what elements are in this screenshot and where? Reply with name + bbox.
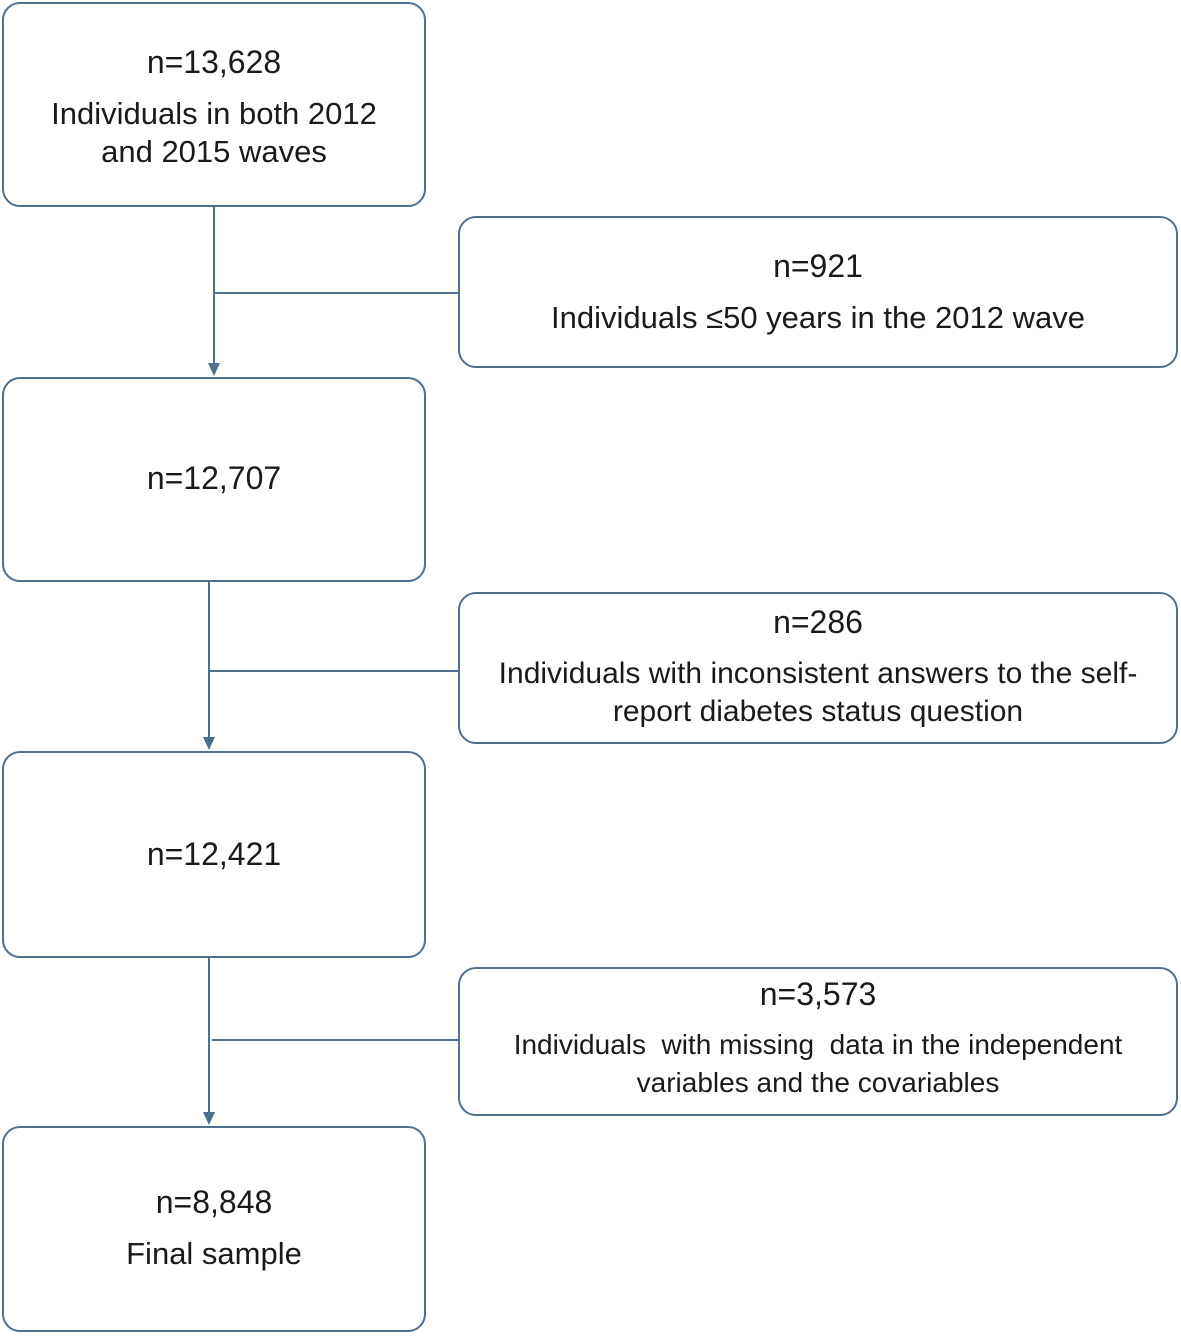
main-box-1-description: Individuals in both 2012 and 2015 waves: [51, 96, 377, 169]
exclusion-box-1-description: Individuals ≤50 years in the 2012 wave: [550, 300, 1085, 335]
arrowhead-3: [203, 1112, 215, 1125]
exclusion-box-3: n=3,573 Individuals with missing data in…: [458, 967, 1178, 1116]
main-box-4-description: Final sample: [126, 1236, 302, 1271]
main-box-4-count: n=8,848: [155, 1184, 273, 1220]
arrowhead-1: [208, 363, 220, 376]
exclusion-box-1: n=921 Individuals ≤50 years in the 2012 …: [458, 216, 1178, 368]
arrowhead-2: [203, 737, 215, 750]
exclusion-box-2-description: Individuals with inconsistent answers to…: [498, 657, 1138, 728]
exclusion-box-3-description: Individuals with missing data in the ind…: [513, 1029, 1131, 1098]
exclusion-box-1-count: n=921: [773, 248, 863, 284]
exclusion-box-2-count: n=286: [773, 604, 863, 640]
main-box-2-count: n=12,707: [146, 460, 282, 496]
main-box-1-count: n=13,628: [146, 44, 282, 80]
main-box-1: n=13,628 Individuals in both 2012 and 20…: [2, 2, 426, 207]
exclusion-box-3-count: n=3,573: [759, 976, 877, 1012]
main-box-3: n=12,421: [2, 751, 426, 958]
exclusion-box-2: n=286 Individuals with inconsistent answ…: [458, 592, 1178, 744]
main-box-4: n=8,848 Final sample: [2, 1126, 426, 1332]
main-box-2: n=12,707: [2, 377, 426, 582]
main-box-3-count: n=12,421: [146, 836, 282, 872]
